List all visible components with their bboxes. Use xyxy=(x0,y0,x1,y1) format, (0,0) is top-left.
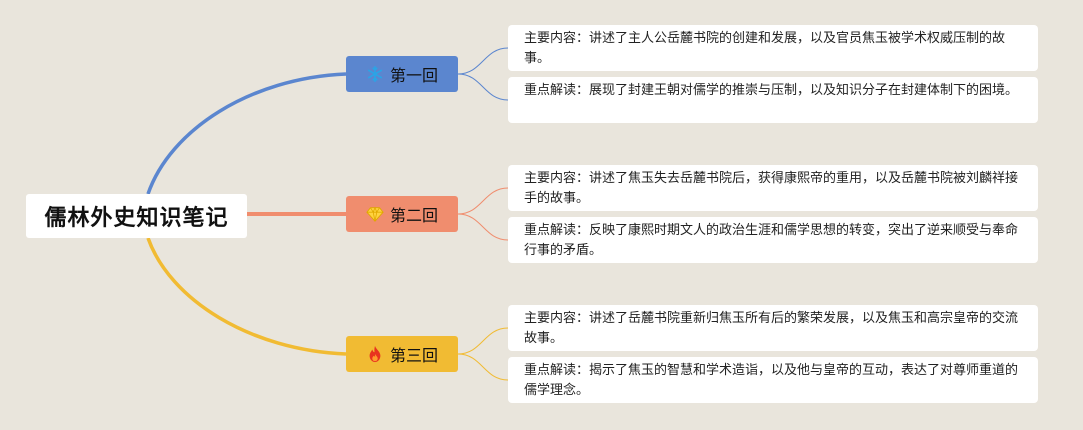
root-title: 儒林外史知识笔记 xyxy=(44,206,229,231)
branch-3-leaf-2[interactable]: 重点解读：揭示了焦玉的智慧和学术造诣，以及他与皇帝的互动，表达了对尊师重道的儒学… xyxy=(508,357,1038,403)
branch-1-leaf-1[interactable]: 主要内容：讲述了主人公岳麓书院的创建和发展，以及官员焦玉被学术权威压制的故事。 xyxy=(508,25,1038,71)
leaf-text: 重点解读：揭示了焦玉的智慧和学术造诣，以及他与皇帝的互动，表达了对尊师重道的儒学… xyxy=(524,363,1019,398)
branch-2-leaf-1-connector xyxy=(457,187,509,215)
branch-label-1: 第一回 xyxy=(389,66,438,85)
fire-icon xyxy=(366,345,384,363)
branch-2-leaf-1[interactable]: 主要内容：讲述了焦玉失去岳麓书院后，获得康熙帝的重用，以及岳麓书院被刘麟祥接手的… xyxy=(508,165,1038,211)
branch-topic-3[interactable]: 第三回 xyxy=(346,336,458,372)
root-branch-3-connector xyxy=(146,237,347,356)
leaf-text: 主要内容：讲述了岳麓书院重新归焦玉所有后的繁荣发展，以及焦玉和高宗皇帝的交流故事… xyxy=(524,311,1019,346)
branch-topic-2[interactable]: 第二回 xyxy=(346,196,458,232)
branch-label-2: 第二回 xyxy=(389,206,438,225)
branch-3-leaf-2-connector xyxy=(457,353,509,381)
leaf-text: 主要内容：讲述了主人公岳麓书院的创建和发展，以及官员焦玉被学术权威压制的故事。 xyxy=(524,31,1006,66)
root-topic[interactable]: 儒林外史知识笔记 xyxy=(26,194,247,238)
leaf-text: 重点解读：反映了康熙时期文人的政治生涯和儒学思想的转变，突出了逆来顺受与奉命行事… xyxy=(524,223,1019,258)
root-branch-1-connector xyxy=(146,72,347,195)
branch-3-leaf-1-connector xyxy=(457,327,509,355)
leaf-text: 主要内容：讲述了焦玉失去岳麓书院后，获得康熙帝的重用，以及岳麓书院被刘麟祥接手的… xyxy=(524,171,1019,206)
branch-2-leaf-2-connector xyxy=(457,213,509,241)
branch-1-leaf-2[interactable]: 重点解读：展现了封建王朝对儒学的推崇与压制，以及知识分子在封建体制下的困境。 xyxy=(508,77,1038,123)
branch-1-leaf-2-connector xyxy=(457,73,509,101)
snowflake-icon xyxy=(366,65,384,83)
branch-1-leaf-1-connector xyxy=(457,47,509,75)
diamond-icon xyxy=(366,205,384,223)
branch-topic-1[interactable]: 第一回 xyxy=(346,56,458,92)
branch-label-3: 第三回 xyxy=(389,346,438,365)
branch-3-leaf-1[interactable]: 主要内容：讲述了岳麓书院重新归焦玉所有后的繁荣发展，以及焦玉和高宗皇帝的交流故事… xyxy=(508,305,1038,351)
leaf-text: 重点解读：展现了封建王朝对儒学的推崇与压制，以及知识分子在封建体制下的困境。 xyxy=(524,83,1019,98)
branch-2-leaf-2[interactable]: 重点解读：反映了康熙时期文人的政治生涯和儒学思想的转变，突出了逆来顺受与奉命行事… xyxy=(508,217,1038,263)
